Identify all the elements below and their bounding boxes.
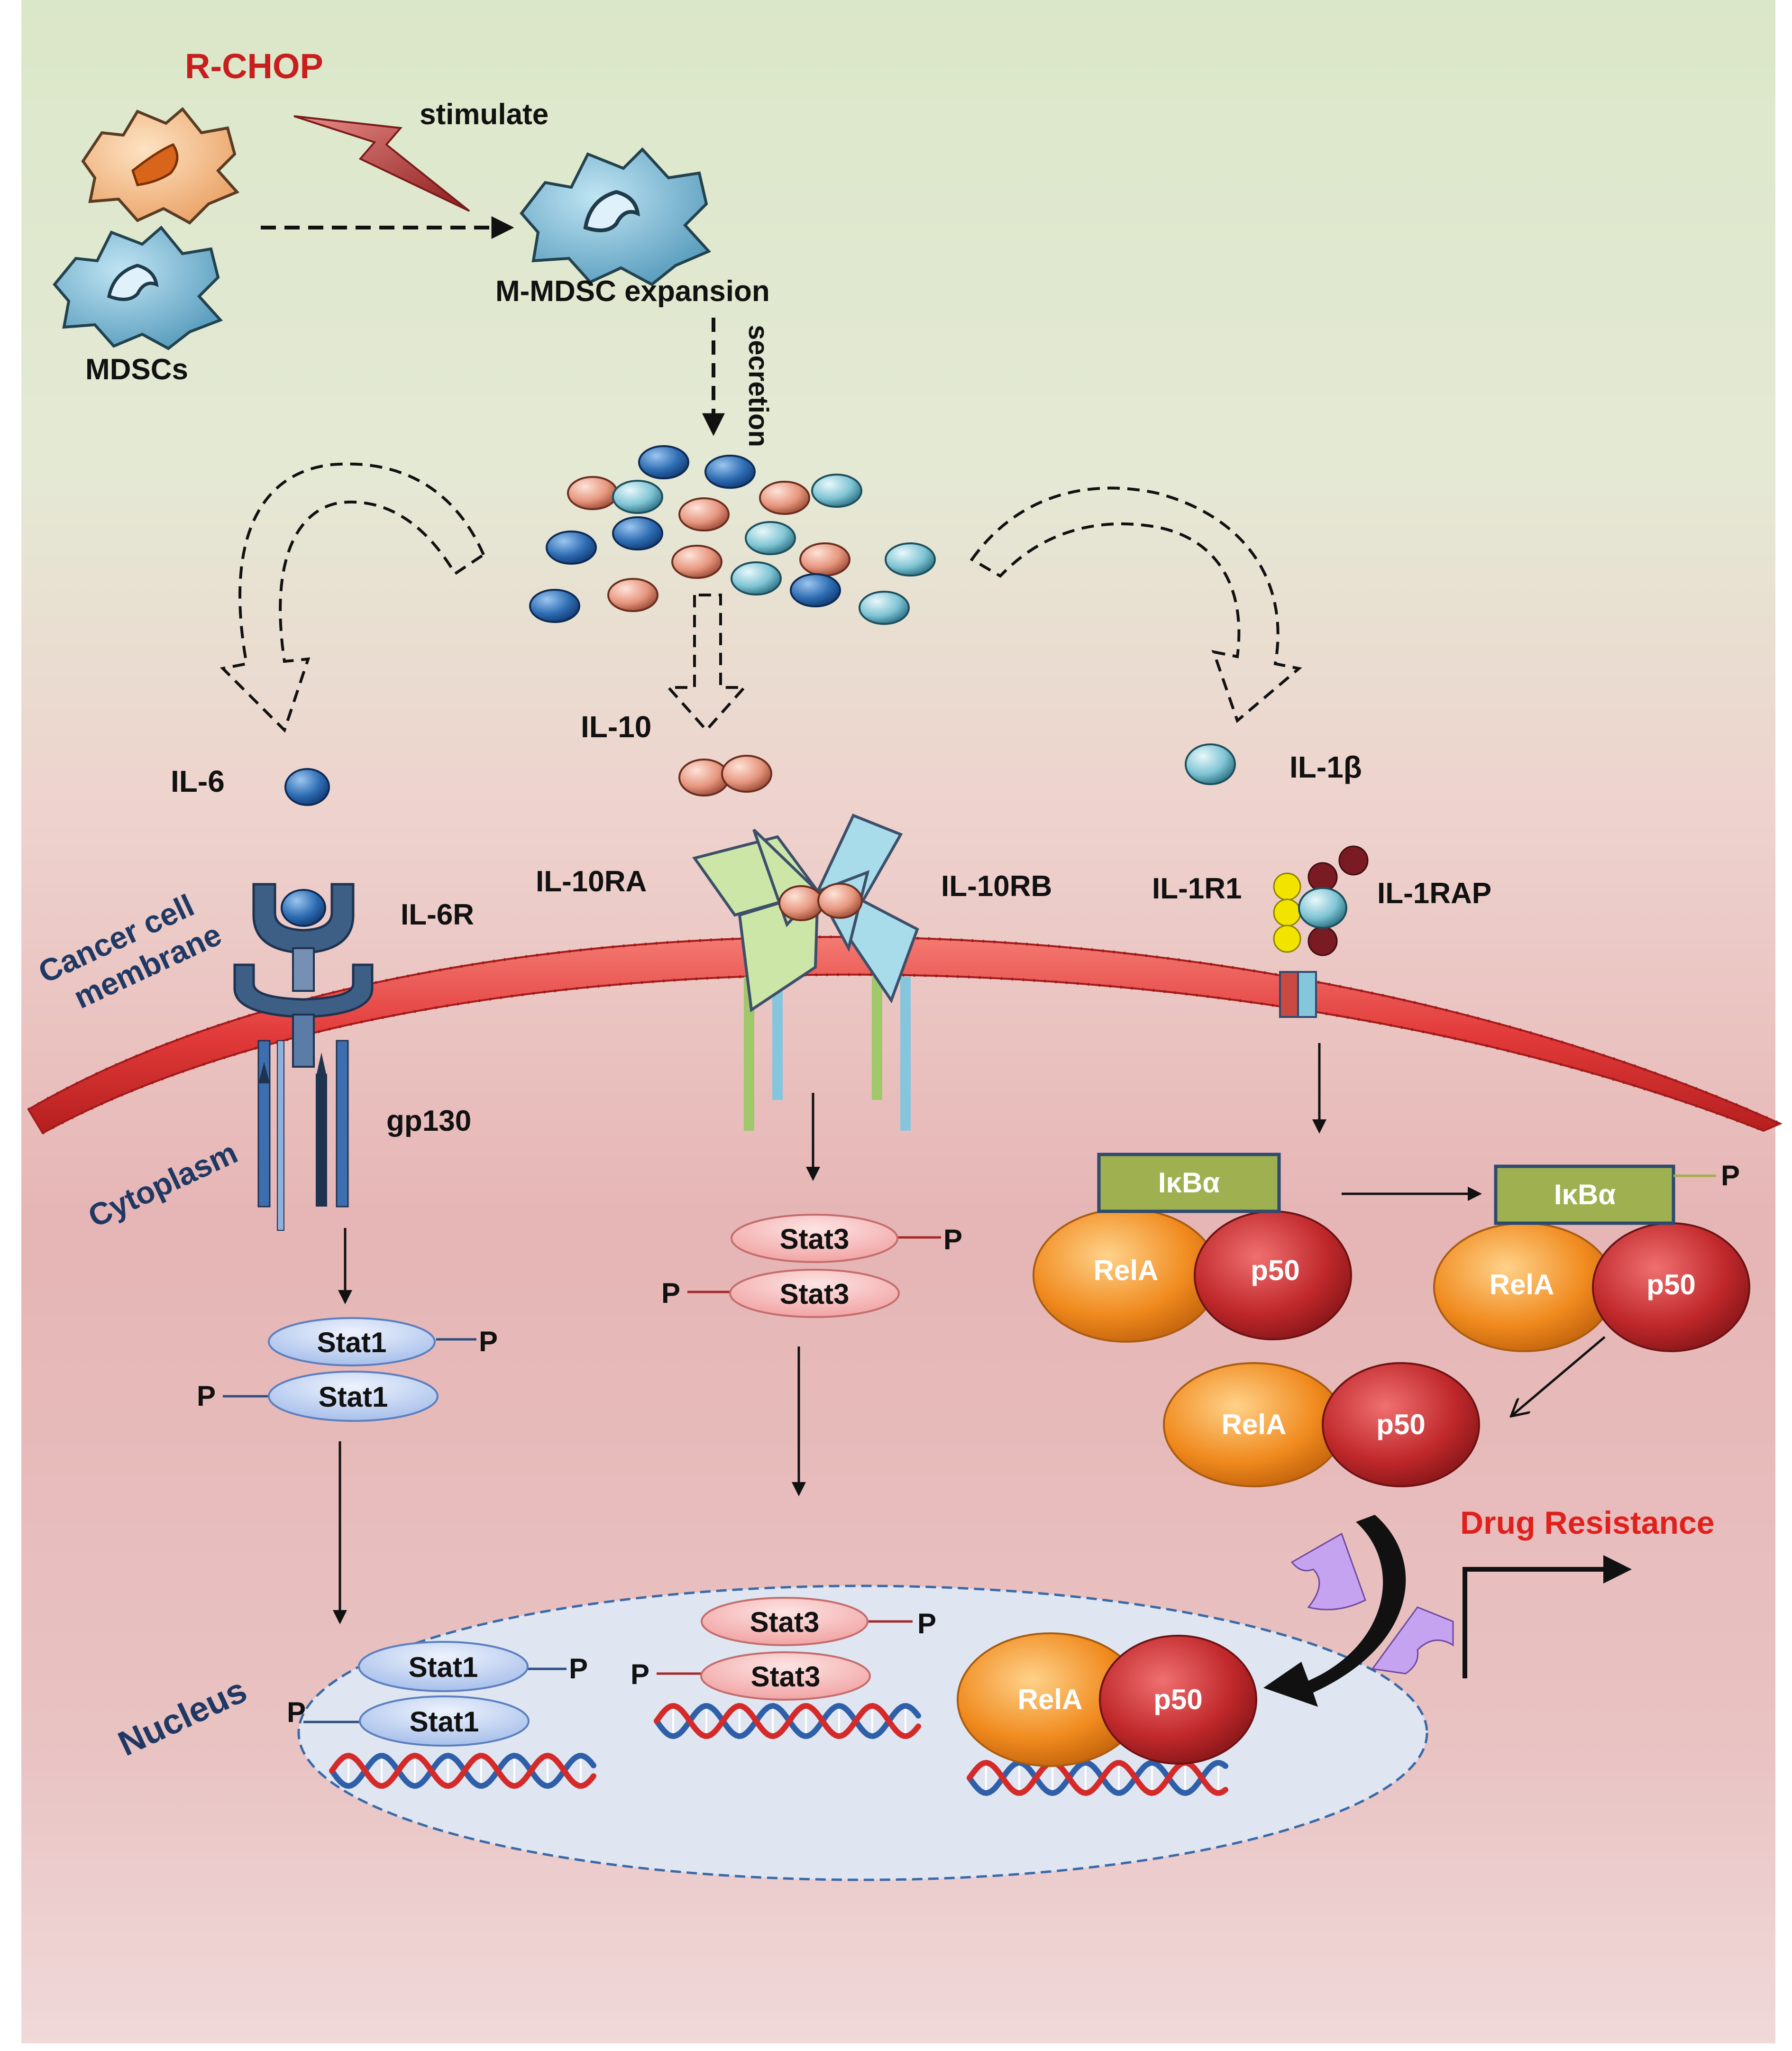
cancer-cell-membrane (27, 935, 1783, 1135)
phosphate-label: P (287, 1696, 306, 1728)
drug-resistance-arrow (1463, 1555, 1632, 1678)
il6-label: IL-6 (171, 764, 225, 798)
nfkb-complex-free: RelA p50 (1163, 1362, 1480, 1487)
il1r1-label: IL-1R1 (1152, 872, 1242, 905)
cytokine-icon (612, 516, 663, 550)
rela-label: RelA (1490, 1269, 1554, 1300)
cytokine-icon (704, 455, 756, 489)
cytokine-icon (678, 497, 730, 531)
stat1-label: Stat1 (319, 1381, 388, 1413)
receptor-icon (233, 883, 374, 1231)
mdsc-cell-icon (81, 107, 240, 225)
cytokine-icon (546, 531, 597, 565)
cytokine-icon (885, 542, 936, 577)
p50-label: p50 (1376, 1409, 1425, 1440)
phosphate-label: P (479, 1326, 498, 1357)
secretion-label: secretion (743, 325, 774, 447)
phosphate-label: P (569, 1653, 588, 1685)
p50-label: p50 (1153, 1684, 1202, 1715)
phosphate-label: P (1721, 1160, 1740, 1191)
inhibitor-icon (1290, 1532, 1366, 1611)
il10-label: IL-10 (581, 710, 651, 744)
stat3-label: Stat3 (780, 1223, 850, 1255)
rela-label: RelA (1222, 1409, 1287, 1440)
translocation-arrow (1263, 1515, 1406, 1707)
mdsc-region: R-CHOP stimulate MDSCs M-MDSC expansion … (53, 46, 774, 447)
mdsc-cell-icon (53, 225, 223, 350)
ikba-label: IκBα (1158, 1167, 1220, 1199)
stat1-label: Stat1 (409, 1651, 478, 1683)
stat3-label: Stat3 (751, 1661, 821, 1693)
il6r-label: IL-6R (401, 898, 474, 931)
p50-label: p50 (1646, 1269, 1695, 1300)
dna-helix-icon (329, 1752, 596, 1789)
cytokine-icon (671, 545, 722, 579)
phosphate-label: P (917, 1608, 936, 1639)
il10rb-label: IL-10RB (941, 870, 1052, 903)
stimulate-label: stimulate (420, 98, 549, 131)
rela-label: RelA (1018, 1684, 1083, 1715)
p50-label: p50 (1251, 1254, 1299, 1286)
rela-label: RelA (1094, 1254, 1159, 1286)
rchop-label: R-CHOP (185, 46, 323, 86)
cytokine-icon (529, 589, 580, 623)
cytokine-icon (790, 573, 841, 607)
stat1-dimer: Stat1 Stat1 P P (197, 1317, 498, 1422)
nfkb-complex-nuclear: RelA p50 (957, 1632, 1257, 1767)
receptor-icon (1273, 845, 1369, 1018)
stat1-label: Stat1 (410, 1706, 479, 1738)
mdscs-label: MDSCs (85, 353, 188, 386)
cytokine-cloud (529, 445, 936, 625)
mdsc-cell-icon (520, 147, 712, 286)
il1rap-label: IL-1RAP (1377, 877, 1491, 910)
ikba-label: IκBα (1554, 1179, 1616, 1210)
phosphate-label: P (197, 1380, 216, 1412)
cytokine-icon (799, 542, 850, 577)
stat3-dimer: Stat3 Stat3 P P (661, 1214, 962, 1318)
receptor-icon (692, 814, 919, 1131)
il1b-cytokine (1185, 743, 1236, 785)
cytokine-icon (567, 476, 618, 510)
cytokine-icon (638, 445, 689, 479)
cytokine-icon (759, 481, 810, 515)
signaling-arrows (333, 1043, 1606, 1624)
cytokine-icon (811, 474, 862, 508)
inhibitor-icon (1371, 1606, 1454, 1675)
stat3-label: Stat3 (780, 1278, 850, 1310)
stat1-dimer-nuclear: Stat1 Stat1 P P (287, 1641, 588, 1747)
phosphate-label: P (661, 1277, 680, 1309)
lightning-bolt-icon (293, 115, 470, 212)
cytokine-icon (612, 480, 663, 514)
stat3-label: Stat3 (750, 1606, 820, 1638)
stat3-dimer-nuclear: Stat3 Stat3 P P (631, 1597, 936, 1701)
cytokine-icon (745, 521, 796, 555)
left-arc-arrow (219, 462, 485, 733)
drug-resistance-label: Drug Resistance (1460, 1505, 1715, 1541)
mmdsc-expansion-label: M-MDSC expansion (495, 275, 770, 308)
dna-layer (329, 1703, 1228, 1796)
nfkb-complex-inactive: IκBα RelA p50 (1033, 1153, 1352, 1343)
distribution-arrows (219, 462, 1302, 733)
il10-cytokine (678, 759, 730, 797)
cytokine-icon (731, 561, 782, 595)
il10ra-label: IL-10RA (536, 865, 647, 898)
center-down-arrow (665, 594, 748, 732)
gp130-label: gp130 (386, 1105, 471, 1137)
stat1-label: Stat1 (317, 1327, 387, 1358)
cytokine-icon (607, 578, 658, 612)
phosphate-label: P (631, 1658, 649, 1690)
il6-cytokine (284, 768, 330, 806)
right-arc-arrow (969, 486, 1302, 723)
cytokine-icon (859, 591, 910, 625)
il10-cytokine (721, 755, 772, 793)
nfkb-complex-phosphorylated: IκBα P RelA p50 (1433, 1160, 1750, 1352)
dna-helix-icon (654, 1703, 921, 1740)
phosphate-label: P (943, 1224, 962, 1255)
il1b-label: IL-1β (1289, 750, 1362, 784)
